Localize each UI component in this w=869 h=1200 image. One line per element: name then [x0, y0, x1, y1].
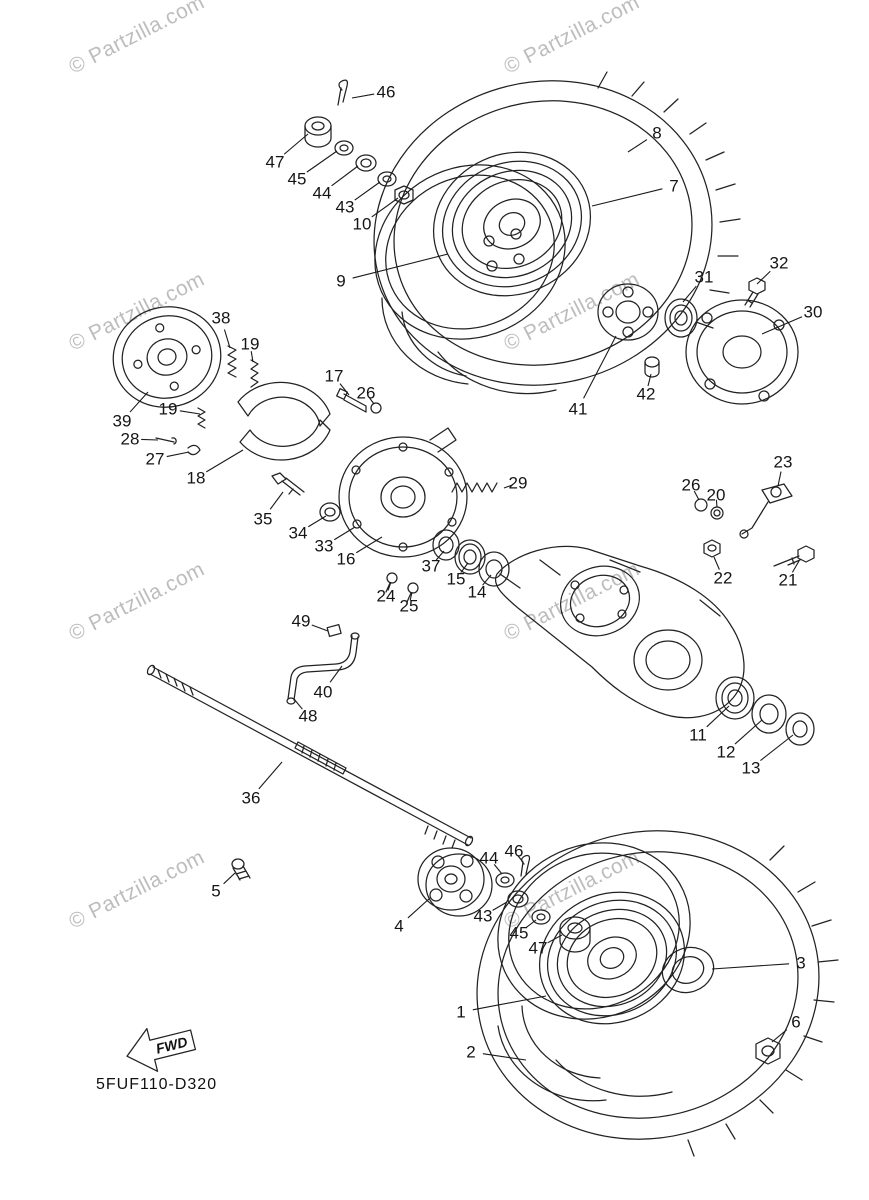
leader-line: [166, 451, 190, 458]
leader-line: [352, 253, 449, 279]
springs-and-pins: [155, 345, 259, 456]
leader-line: [460, 562, 469, 573]
axle-shaft-36: [146, 664, 474, 849]
leader-line: [517, 855, 524, 863]
leader-line: [734, 719, 763, 745]
leader-line: [206, 449, 244, 473]
backing-plate-33: [271, 427, 468, 558]
leader-line: [761, 316, 803, 335]
brake-shoes-18: [237, 381, 331, 461]
leader-line: [368, 397, 375, 405]
tire-top: [373, 71, 741, 395]
hub-flange-right: [597, 283, 660, 378]
leader-line: [141, 438, 159, 441]
leader-line: [387, 581, 392, 591]
leader-line: [250, 351, 254, 363]
wheel-stud-5: [231, 858, 251, 881]
leader-line: [339, 383, 350, 396]
hub-top: [483, 228, 525, 272]
leader-line: [355, 536, 383, 554]
tire-bottom: [476, 830, 839, 1157]
leader-line: [333, 526, 356, 541]
fwd-label: FWD: [154, 1033, 189, 1056]
leader-line: [791, 560, 800, 573]
bolt-32: [744, 277, 766, 308]
leader-line: [627, 139, 648, 153]
leader-line: [329, 665, 343, 683]
leader-line: [693, 490, 700, 501]
leader-line: [493, 864, 503, 875]
leader-line: [583, 335, 617, 399]
leader-line: [760, 734, 794, 762]
leader-line: [647, 373, 652, 387]
axle-hardware-top: [304, 79, 414, 205]
leader-line: [482, 574, 492, 586]
leader-line: [525, 919, 537, 929]
brake-assembly-bottom-3: [661, 946, 715, 994]
diagram-code: 5FUF110-D320: [96, 1076, 218, 1093]
brake-camshaft-17: [336, 388, 382, 414]
leader-line: [407, 897, 431, 919]
leader-line: [129, 391, 149, 413]
rim-bottom: [538, 891, 686, 1025]
leader-line: [283, 133, 309, 155]
leader-line: [547, 934, 563, 944]
leader-line: [715, 499, 718, 508]
leader-line: [311, 624, 329, 632]
leader-line: [777, 471, 782, 487]
leader-line: [258, 761, 283, 790]
leader-line: [307, 515, 327, 528]
leader-line: [591, 188, 663, 207]
leader-line: [435, 550, 445, 561]
final-drive-housing: [494, 545, 745, 719]
leader-line: [223, 329, 231, 349]
brake-lever-23: [694, 483, 815, 567]
leader-line: [354, 181, 381, 201]
leader-line: [409, 591, 413, 601]
leader-line: [223, 872, 236, 885]
leader-line: [771, 1029, 788, 1043]
leader-lines: [129, 93, 803, 1061]
brake-drum-39: [112, 306, 222, 408]
leader-line: [482, 1053, 527, 1061]
seals-bearings-center: [385, 482, 510, 603]
leader-line: [711, 963, 790, 970]
breather-hose: [286, 623, 360, 705]
brake-panel-30: [685, 299, 799, 405]
leader-line: [706, 705, 730, 728]
bearings-11-12-13: [715, 676, 815, 746]
leader-line: [269, 491, 284, 510]
leader-line: [293, 698, 303, 710]
leader-line: [503, 484, 513, 489]
leader-line: [351, 93, 375, 99]
leader-line: [756, 270, 771, 285]
leader-line: [179, 410, 201, 415]
leader-line: [371, 197, 399, 218]
leader-line: [306, 150, 338, 173]
bearing-31: [664, 298, 698, 338]
leader-line: [713, 556, 720, 570]
leader-line: [472, 995, 547, 1011]
leader-line: [492, 901, 508, 911]
leader-line: [682, 285, 697, 303]
nut-6: [755, 1037, 781, 1065]
leader-line: [331, 165, 359, 187]
fwd-arrow: FWD: [126, 1027, 197, 1072]
hub-bottom-4: [417, 847, 493, 917]
rim-top: [432, 151, 592, 297]
axle-hardware-bottom: [495, 854, 591, 953]
